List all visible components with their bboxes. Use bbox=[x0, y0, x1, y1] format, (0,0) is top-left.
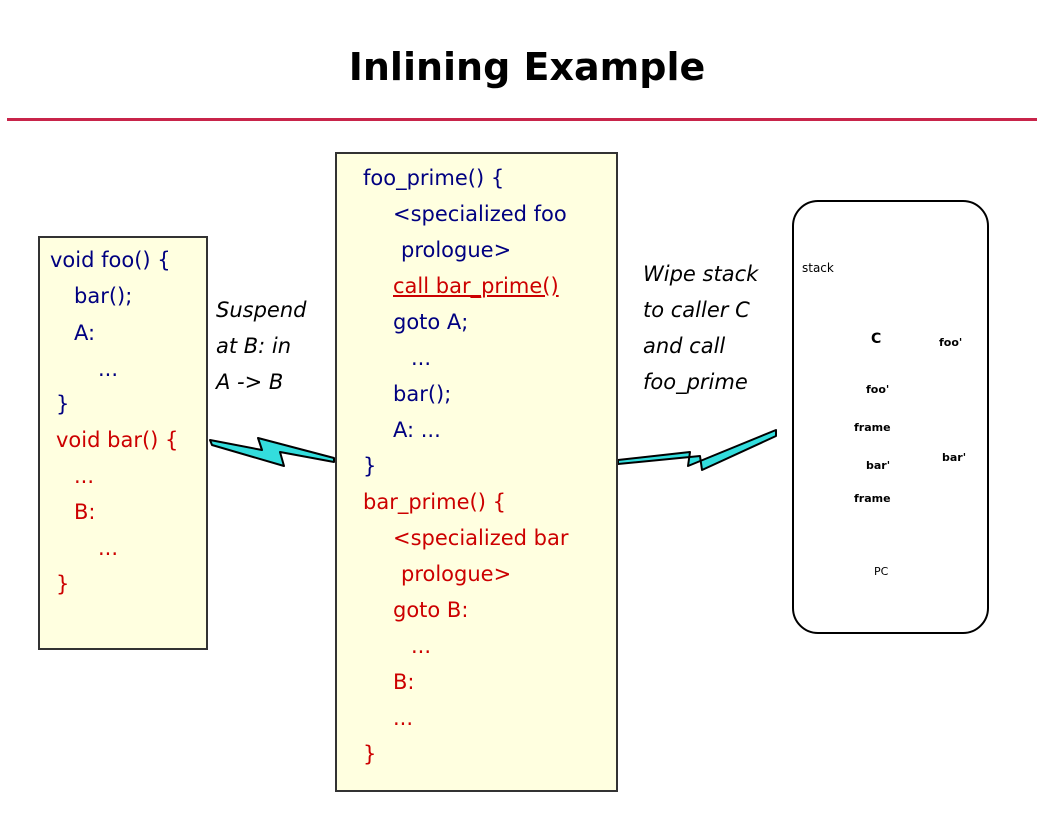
code-line: <specialized foo bbox=[393, 202, 567, 226]
wipe-stack-note: Wipe stack to caller C and call foo_prim… bbox=[643, 256, 758, 400]
code-line: ... bbox=[393, 706, 414, 730]
note-line: Suspend bbox=[216, 298, 307, 322]
code-line: <specialized bar bbox=[393, 526, 569, 550]
code-line: bar(); bbox=[393, 382, 452, 406]
pc-label: PC bbox=[874, 565, 889, 578]
bar-code-label: bar' bbox=[942, 451, 967, 464]
foo-code-label: foo' bbox=[939, 336, 963, 349]
note-line: at B: in bbox=[216, 334, 292, 358]
note-line: A -> B bbox=[216, 370, 284, 394]
code-line: goto B: bbox=[393, 598, 469, 622]
note-line: foo_prime bbox=[643, 370, 748, 394]
note-line: to caller C bbox=[643, 298, 750, 322]
code-line: A: ... bbox=[393, 418, 441, 442]
stack-label: stack bbox=[802, 261, 834, 275]
bar-frame-label: frame bbox=[854, 492, 891, 505]
code-line: prologue> bbox=[401, 562, 512, 586]
code-line: prologue> bbox=[401, 238, 512, 262]
stack-panel bbox=[792, 200, 989, 634]
code-line: ... bbox=[74, 464, 95, 488]
title-divider bbox=[7, 118, 1037, 121]
bar-frame-label: bar' bbox=[866, 459, 891, 472]
foo-frame-label: frame bbox=[854, 421, 891, 434]
caller-frame-label: C bbox=[871, 331, 882, 347]
code-line: foo_prime() { bbox=[363, 166, 505, 190]
foo-frame-label: foo' bbox=[866, 383, 890, 396]
suspend-note: Suspend at B: in A -> B bbox=[216, 292, 306, 400]
code-line: B: bbox=[74, 500, 96, 524]
original-code-box: void foo() { bar(); A: ... } void bar() … bbox=[38, 236, 208, 650]
note-line: Wipe stack bbox=[643, 262, 759, 286]
lightning-bolt-left bbox=[209, 437, 335, 467]
code-line: ... bbox=[98, 357, 119, 381]
code-line: ... bbox=[98, 536, 119, 560]
code-line: ... bbox=[411, 634, 432, 658]
page-title: Inlining Example bbox=[348, 45, 706, 89]
code-line: bar(); bbox=[74, 284, 133, 308]
code-line: ... bbox=[411, 346, 432, 370]
code-line: goto A; bbox=[393, 310, 469, 334]
code-line: bar_prime() { bbox=[363, 490, 506, 514]
code-line: void bar() { bbox=[56, 428, 179, 452]
code-line: void foo() { bbox=[50, 248, 171, 272]
code-line: B: bbox=[393, 670, 415, 694]
specialized-code-box: foo_prime() { <specialized foo prologue>… bbox=[335, 152, 618, 792]
code-line: call bar_prime() bbox=[393, 274, 559, 298]
code-line: } bbox=[56, 392, 70, 416]
code-line: A: bbox=[74, 321, 96, 345]
code-line: } bbox=[56, 572, 70, 596]
note-line: and call bbox=[643, 334, 726, 358]
code-line: } bbox=[363, 454, 377, 478]
code-line: } bbox=[363, 742, 377, 766]
lightning-bolt-right bbox=[617, 429, 777, 471]
